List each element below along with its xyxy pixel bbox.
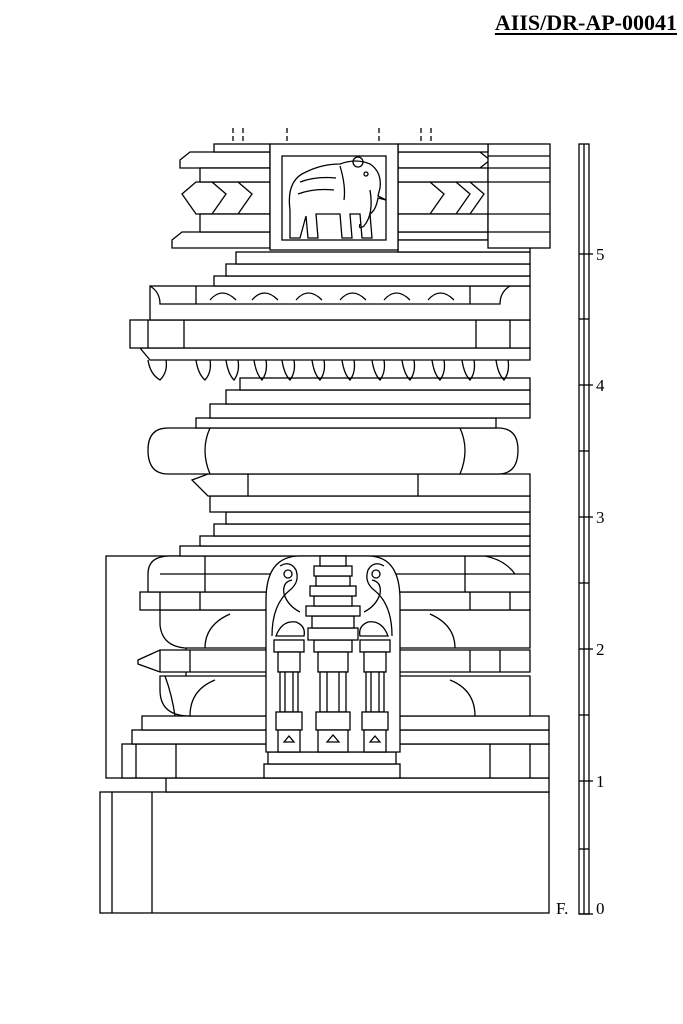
height-scale: 0 1 2 3 4 5 F. <box>556 143 605 918</box>
drawing-id: AIIS/DR-AP-00041 <box>494 10 677 35</box>
scale-tick-label: 5 <box>596 245 605 264</box>
scale-tick-label: 3 <box>596 508 605 527</box>
makara-figures <box>271 563 393 637</box>
bell-drops <box>147 359 510 381</box>
upper-tier <box>129 251 531 391</box>
top-tier <box>171 128 551 253</box>
niche-pilasters <box>273 639 391 753</box>
middle-tier <box>147 389 531 525</box>
niche-stepped-crown <box>305 555 361 641</box>
elephant-icon <box>288 156 387 239</box>
scale-ticks <box>579 253 593 915</box>
scale-tick-label: 2 <box>596 640 605 659</box>
scale-tick-label: 4 <box>596 376 605 395</box>
pinnacle-stubs <box>232 128 432 144</box>
scale-tick-label: 1 <box>596 772 605 791</box>
top-tier-fins <box>171 143 551 253</box>
elephant-panel <box>269 143 399 251</box>
scale-tick-label: 0 <box>596 899 605 918</box>
floor-level-label: F. <box>556 899 568 918</box>
central-niche <box>263 555 401 779</box>
